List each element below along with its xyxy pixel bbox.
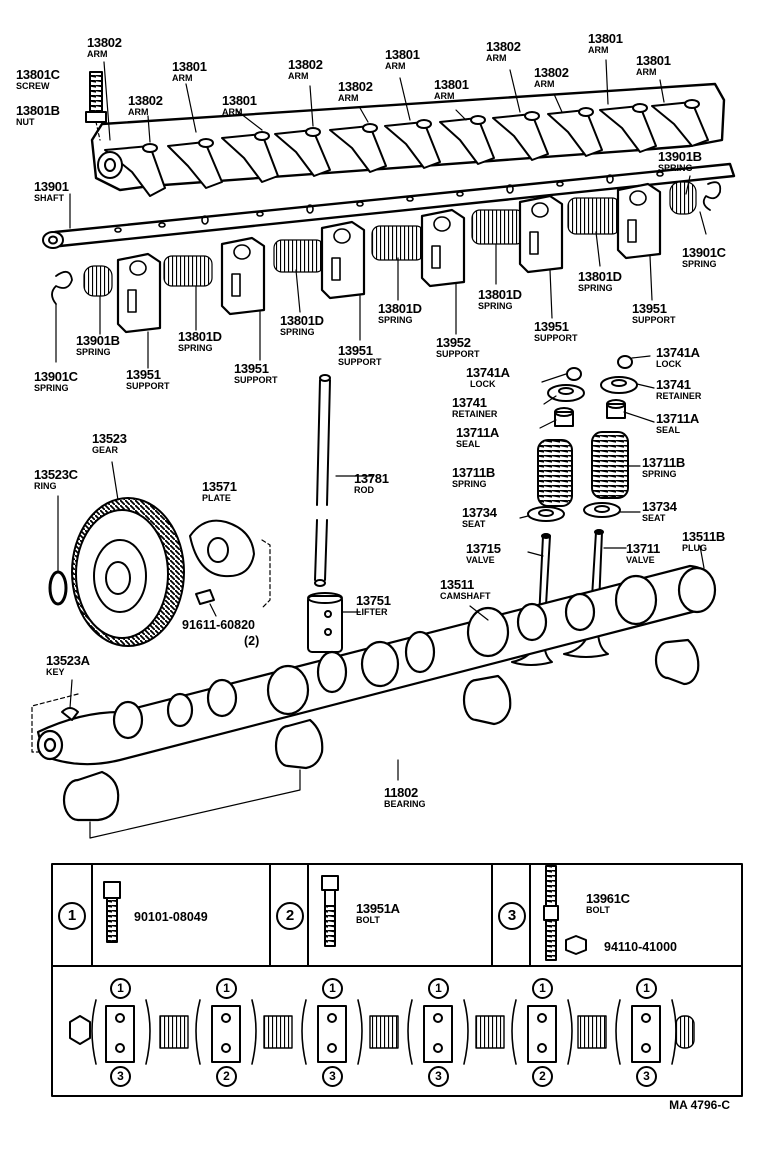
legend-part-3-nut: 94110-41000: [604, 940, 677, 954]
legend-mark-3: 3: [498, 902, 526, 930]
seq-top-2: 1: [216, 978, 237, 999]
timing-gear: [48, 497, 271, 647]
seq-top-6: 1: [636, 978, 657, 999]
legend-box: [51, 863, 743, 1097]
seq-top-4: 1: [428, 978, 449, 999]
seq-bottom-5: 2: [532, 1066, 553, 1087]
seq-bottom-1: 3: [110, 1066, 131, 1087]
diagram-code: MA 4796-C: [669, 1098, 730, 1112]
legend-part-1: 90101-08049: [134, 910, 208, 924]
bolt-part-number: 91611-60820: [182, 618, 255, 632]
seq-top-1: 1: [110, 978, 131, 999]
legend-mark-2: 2: [276, 902, 304, 930]
rocker-arm-assembly: [42, 71, 736, 334]
seq-bottom-4: 3: [428, 1066, 449, 1087]
pushrod: [307, 374, 343, 653]
camshaft: [36, 564, 717, 766]
seq-bottom-3: 3: [322, 1066, 343, 1087]
leader-lines: [55, 59, 707, 781]
bearings: [62, 638, 700, 822]
shaft-springs: [83, 181, 697, 297]
bolt-quantity: (2): [244, 634, 260, 648]
legend-mark-1: 1: [58, 902, 86, 930]
seq-top-5: 1: [532, 978, 553, 999]
seq-top-3: 1: [322, 978, 343, 999]
seq-bottom-2: 2: [216, 1066, 237, 1087]
seq-bottom-6: 3: [636, 1066, 657, 1087]
